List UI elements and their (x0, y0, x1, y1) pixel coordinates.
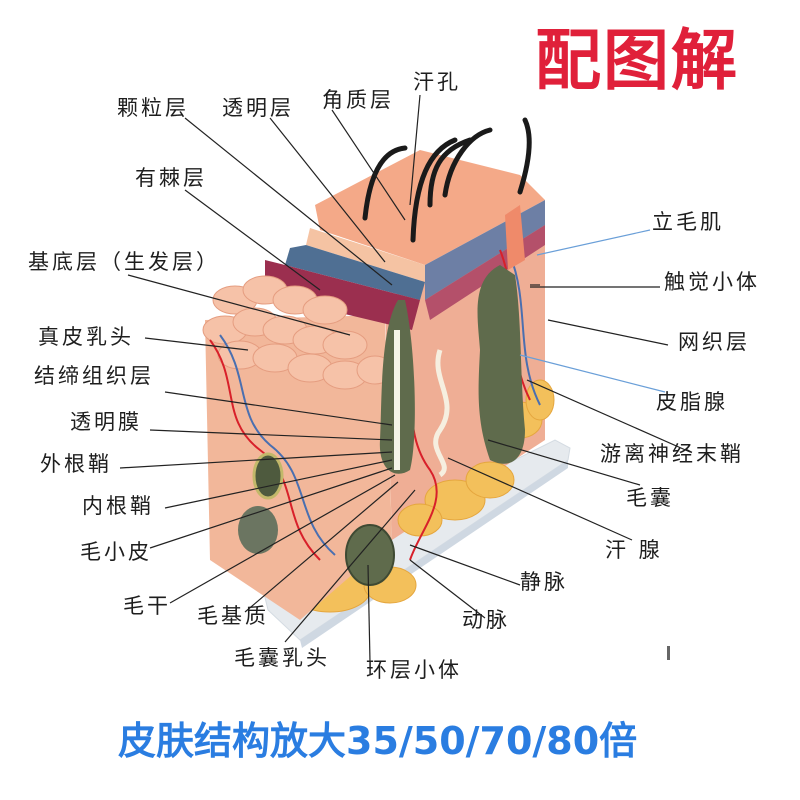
label-sweat-pore: 汗孔 (413, 70, 461, 94)
label-inner-root-sheath: 内根鞘 (82, 494, 154, 518)
clear-layer-slab (306, 228, 425, 282)
label-arrector-pili: 立毛肌 (652, 210, 724, 234)
label-stratum-corneum: 角质层 (322, 88, 394, 112)
label-hair-follicle: 毛囊 (626, 486, 674, 510)
label-basal-layer: 基底层（生发层） (28, 250, 220, 274)
label-outer-root-sheath: 外根鞘 (40, 452, 112, 476)
label-vein: 静脉 (520, 570, 568, 594)
caption-magnification: 皮肤结构放大35/50/70/80倍 (118, 719, 638, 763)
label-connective-tissue-layer: 结缔组织层 (34, 364, 154, 388)
sebaceous-gland-tube (477, 265, 525, 464)
label-artery: 动脉 (462, 608, 510, 632)
leader-lines-blue (519, 229, 666, 393)
arrector-pili-muscle (505, 205, 525, 270)
hair-follicle-cross-section (252, 452, 284, 500)
label-dermal-papilla: 真皮乳头 (38, 325, 134, 349)
label-free-nerve-ending: 游离神经末鞘 (600, 442, 744, 466)
hair-shaft-core (394, 330, 400, 470)
label-sweat-gland: 汗 腺 (605, 538, 663, 562)
label-clear-layer: 透明层 (222, 96, 294, 120)
label-glassy-membrane: 透明膜 (70, 410, 142, 434)
sweat-gland-coil (433, 349, 450, 478)
pacinian-corpuscle-shape (345, 524, 395, 586)
label-hair-shaft: 毛干 (123, 594, 171, 618)
label-hair-cuticle: 毛小皮 (80, 540, 152, 564)
leader-lines (119, 94, 691, 663)
dermal-papillae (202, 275, 394, 390)
label-pacinian-corpuscle: 环层小体 (366, 658, 462, 682)
label-reticular-layer: 网织层 (678, 330, 750, 354)
label-hair-matrix: 毛基质 (197, 604, 269, 628)
label-follicle-papilla: 毛囊乳头 (234, 646, 330, 670)
granular-layer-slab (285, 245, 425, 300)
hairs (362, 117, 532, 243)
label-meissner-corpuscle: 触觉小体 (664, 270, 760, 294)
label-granular-layer: 颗粒层 (117, 96, 189, 120)
follicle-bulb-cross-section (238, 506, 278, 554)
label-spinous-layer: 有棘层 (135, 166, 207, 190)
label-sebaceous-gland: 皮脂腺 (656, 390, 728, 414)
tick-mark (667, 646, 670, 660)
page-title: 配图解 (535, 22, 739, 99)
